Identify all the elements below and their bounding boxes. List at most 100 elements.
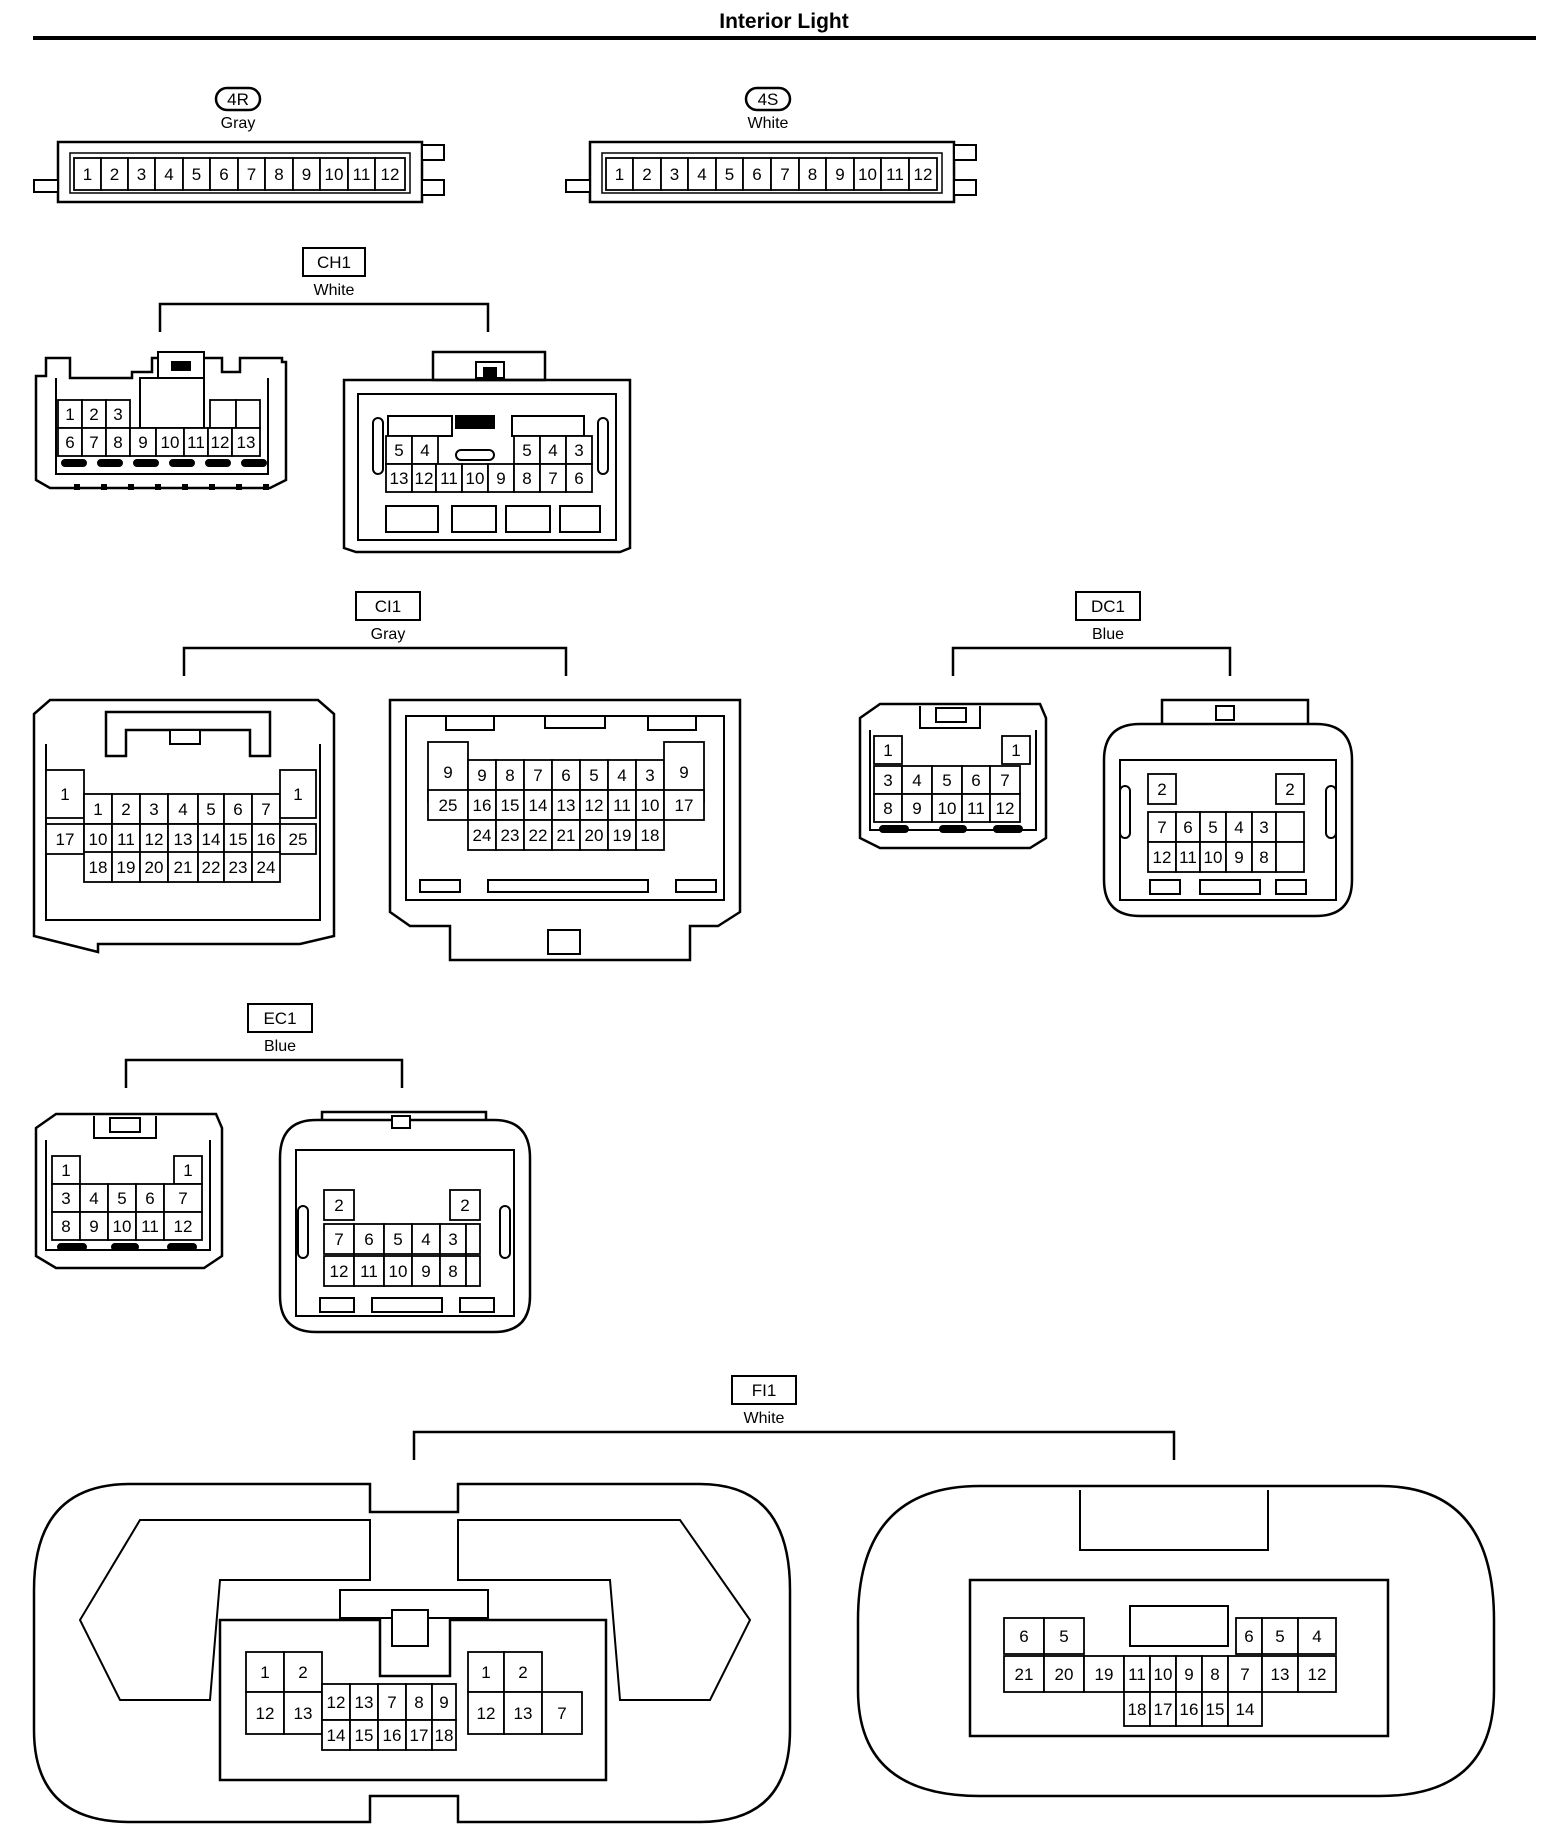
pin-cell: 19 — [1083, 1655, 1125, 1693]
pin-cell-box — [237, 157, 266, 191]
pin-cell-box — [579, 819, 609, 851]
pin-cell: 12 — [207, 427, 233, 457]
pair-bracket — [124, 1058, 404, 1088]
pin-number: 25 — [439, 796, 458, 815]
pin-cell: 3 — [439, 1223, 467, 1255]
pin-cell-box — [73, 157, 102, 191]
pin-cell-box — [385, 463, 413, 493]
pin-cell: 3 — [660, 157, 689, 191]
pin-number: 14 — [529, 796, 548, 815]
pin-number: 7 — [533, 766, 542, 785]
pin-cell-box — [513, 463, 541, 493]
pin-cell: 5 — [579, 759, 609, 791]
pin-cell: 12 — [579, 789, 609, 821]
pin-cell-box — [1275, 811, 1305, 843]
pin-cell-box — [1001, 735, 1031, 765]
outline-part — [34, 1112, 224, 1270]
pin-number: 6 — [364, 1230, 373, 1249]
pin-number: 17 — [675, 796, 694, 815]
latch-tooth — [236, 484, 242, 490]
pin-cell: 10 — [155, 427, 185, 457]
pin-cell: 8 — [513, 463, 541, 493]
outline-part — [241, 459, 267, 467]
pin-number: 2 — [1157, 780, 1166, 799]
pin-number: 1 — [83, 165, 92, 184]
pin-cell-box — [349, 1719, 379, 1751]
pin-cell-box — [231, 427, 261, 457]
pin-cell-box — [1147, 841, 1177, 873]
connector-color: Gray — [371, 626, 406, 643]
outline-part — [109, 1117, 141, 1133]
outline-part — [32, 698, 336, 954]
pin-number: 9 — [835, 165, 844, 184]
pin-cell-box — [873, 735, 903, 765]
pin-cell: 12 — [163, 1211, 203, 1241]
pin-number: 22 — [529, 826, 548, 845]
pin-cell-box — [1175, 811, 1201, 843]
pin-cell-box — [465, 1255, 481, 1287]
pin-number: 3 — [448, 1230, 457, 1249]
connector-color: Blue — [1092, 626, 1124, 643]
pin-cell: 1 — [57, 399, 83, 429]
pin-cell: 8 — [439, 1255, 467, 1287]
pin-cell: 5 — [385, 435, 413, 465]
outline-part — [57, 1243, 87, 1251]
latch-tooth — [74, 484, 80, 490]
pin-cell-box — [427, 789, 469, 821]
pin-cell: 7 — [989, 765, 1021, 795]
pin-cell: 4 — [687, 157, 717, 191]
pin-cell: 1 — [467, 1651, 505, 1693]
pin-cell: 18 — [431, 1719, 457, 1751]
pin-cell: 3 — [105, 399, 131, 429]
pin-number: 9 — [302, 165, 311, 184]
pin-number: 6 — [145, 1189, 154, 1208]
pin-number: 20 — [1055, 1665, 1074, 1684]
outline-part — [97, 459, 123, 467]
pin-number: 23 — [501, 826, 520, 845]
pin-cell: 24 — [251, 851, 281, 883]
pin-number: 15 — [229, 830, 248, 849]
pin-number: 11 — [1128, 1665, 1146, 1684]
pin-cell: 16 — [1175, 1691, 1203, 1727]
pin-number: 9 — [1234, 848, 1243, 867]
pin-number: 11 — [613, 796, 631, 815]
pin-number: 12 — [477, 1704, 496, 1723]
pin-cell: 16 — [377, 1719, 407, 1751]
pin-cell-box — [100, 157, 129, 191]
outline-part — [419, 879, 461, 893]
outline-part — [1199, 879, 1261, 895]
pin-cell: 7 — [81, 427, 107, 457]
pin-cell: 13 — [231, 427, 261, 457]
pin-cell: 21 — [1003, 1655, 1045, 1693]
pin-cell-box — [467, 1691, 505, 1735]
pin-cell-box — [292, 157, 321, 191]
pin-cell-box — [51, 1155, 81, 1185]
pin-number: 4 — [697, 165, 706, 184]
pin-cell: 2 — [100, 157, 129, 191]
outline-part — [78, 1519, 371, 1701]
pin-cell-box — [245, 1651, 285, 1693]
outline-part — [953, 179, 977, 196]
pin-cell: 7 — [377, 1683, 407, 1721]
pin-number: 6 — [971, 771, 980, 790]
pin-cell: 4 — [901, 765, 933, 795]
pin-cell-box — [513, 435, 541, 465]
pin-number: 9 — [477, 766, 486, 785]
outline-part — [455, 449, 495, 461]
latch-tooth — [155, 484, 161, 490]
pin-number: 19 — [117, 858, 136, 877]
pin-cell: 19 — [111, 851, 141, 883]
pin-cell-box — [173, 1155, 203, 1185]
pin-cell: 11 — [347, 157, 376, 191]
pin-cell: 19 — [607, 819, 637, 851]
pin-cell: 9 — [129, 427, 157, 457]
pin-cell-box — [197, 793, 225, 825]
pin-number: 9 — [439, 1693, 448, 1712]
pin-number: 13 — [355, 1693, 374, 1712]
pin-number: 9 — [1184, 1665, 1193, 1684]
pin-number: 10 — [325, 165, 344, 184]
pin-cell: 11 — [435, 463, 463, 493]
pin-cell: 10 — [383, 1255, 413, 1287]
pin-cell: 9 — [1175, 1655, 1203, 1693]
connector-id: CI1 — [375, 597, 401, 616]
